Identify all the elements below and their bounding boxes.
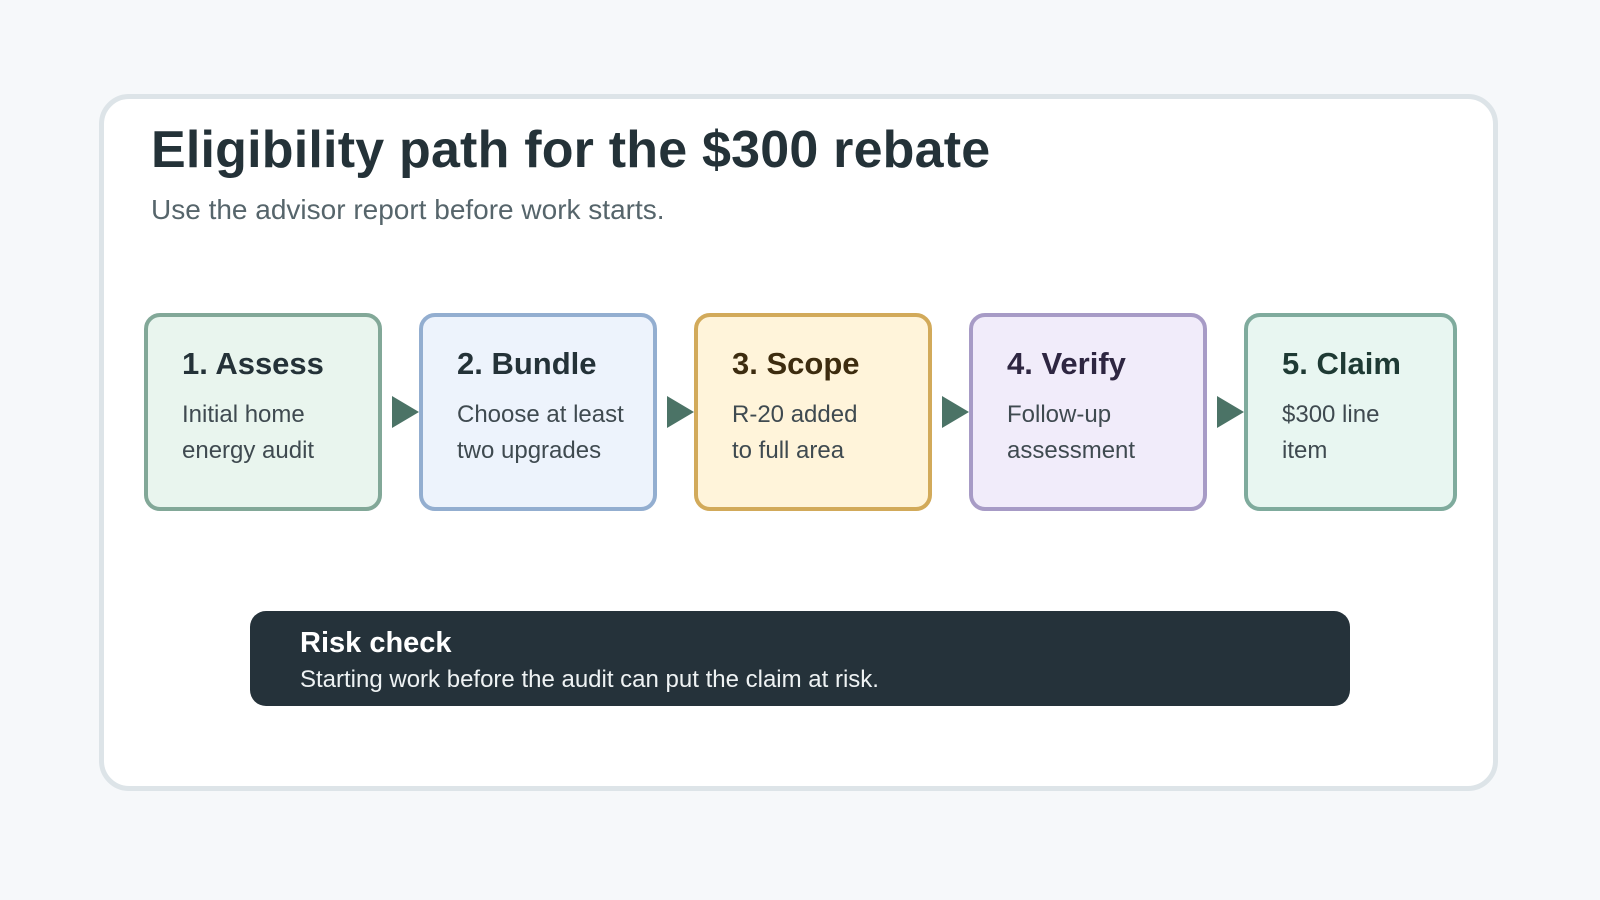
risk-check-banner: Risk check Starting work before the audi… [250,611,1350,706]
risk-check-title: Risk check [300,627,452,659]
step-claim: 5. Claim $300 line item [1244,313,1457,511]
step-description: Initial home energy audit [182,401,315,464]
flow-arrow-icon [1217,396,1244,428]
step-description: $300 line item [1282,401,1380,464]
step-bundle: 2. Bundle Choose at least two upgrades [419,313,657,511]
step-title: 4. Verify [1007,346,1126,381]
flow-arrow-icon [392,396,419,428]
step-scope: 3. Scope R-20 added to full area [694,313,932,511]
step-title: 3. Scope [732,346,860,381]
step-description: Follow-up assessment [1007,401,1136,464]
risk-check-text: Starting work before the audit can put t… [300,666,879,693]
step-title: 1. Assess [182,346,324,381]
step-description: R-20 added to full area [732,401,858,464]
step-title: 2. Bundle [457,346,597,381]
flow-arrow-icon [942,396,969,428]
page-subtitle: Use the advisor report before work start… [151,194,665,225]
step-title: 5. Claim [1282,346,1401,381]
step-description: Choose at least two upgrades [457,401,624,464]
flow-arrow-icon [667,396,694,428]
page-title: Eligibility path for the $300 rebate [151,121,991,179]
step-verify: 4. Verify Follow-up assessment [969,313,1207,511]
step-assess: 1. Assess Initial home energy audit [144,313,382,511]
